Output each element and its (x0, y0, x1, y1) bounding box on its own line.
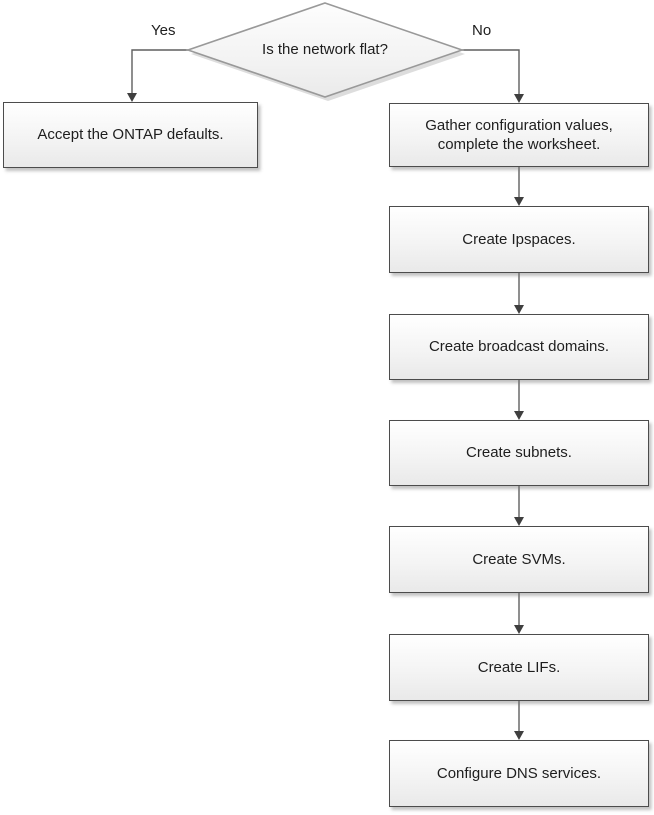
branch-label-no: No (472, 22, 492, 39)
connector-step-6-7 (514, 701, 524, 740)
connector-step-3-4 (514, 380, 524, 420)
arrowhead-down-icon (514, 517, 524, 526)
step-create-broadcast-domains: Create broadcast domains. (389, 314, 649, 380)
connector-yes-branch (127, 49, 188, 102)
step-configure-dns-services: Configure DNS services. (389, 740, 649, 807)
step-accept-ontap-defaults: Accept the ONTAP defaults. (3, 102, 258, 168)
step-create-lifs: Create LIFs. (389, 634, 649, 701)
step-create-ipspaces: Create Ipspaces. (389, 206, 649, 273)
step-create-svms: Create SVMs. (389, 526, 649, 593)
arrowhead-down-icon (514, 305, 524, 314)
connector-step-1-2 (514, 167, 524, 206)
connector-no-branch (462, 49, 524, 103)
arrowhead-down-icon (514, 625, 524, 634)
arrowhead-down-icon (514, 731, 524, 740)
arrowhead-down-icon (127, 93, 137, 102)
step-gather-configuration-values: Gather configuration values, complete th… (389, 103, 649, 167)
connector-step-5-6 (514, 593, 524, 634)
step-create-subnets: Create subnets. (389, 420, 649, 486)
arrowhead-down-icon (514, 411, 524, 420)
arrowhead-down-icon (514, 197, 524, 206)
connector-step-2-3 (514, 273, 524, 314)
branch-label-yes: Yes (151, 22, 176, 39)
decision-label: Is the network flat? (262, 41, 388, 59)
connector-step-4-5 (514, 486, 524, 526)
arrowhead-down-icon (514, 94, 524, 103)
